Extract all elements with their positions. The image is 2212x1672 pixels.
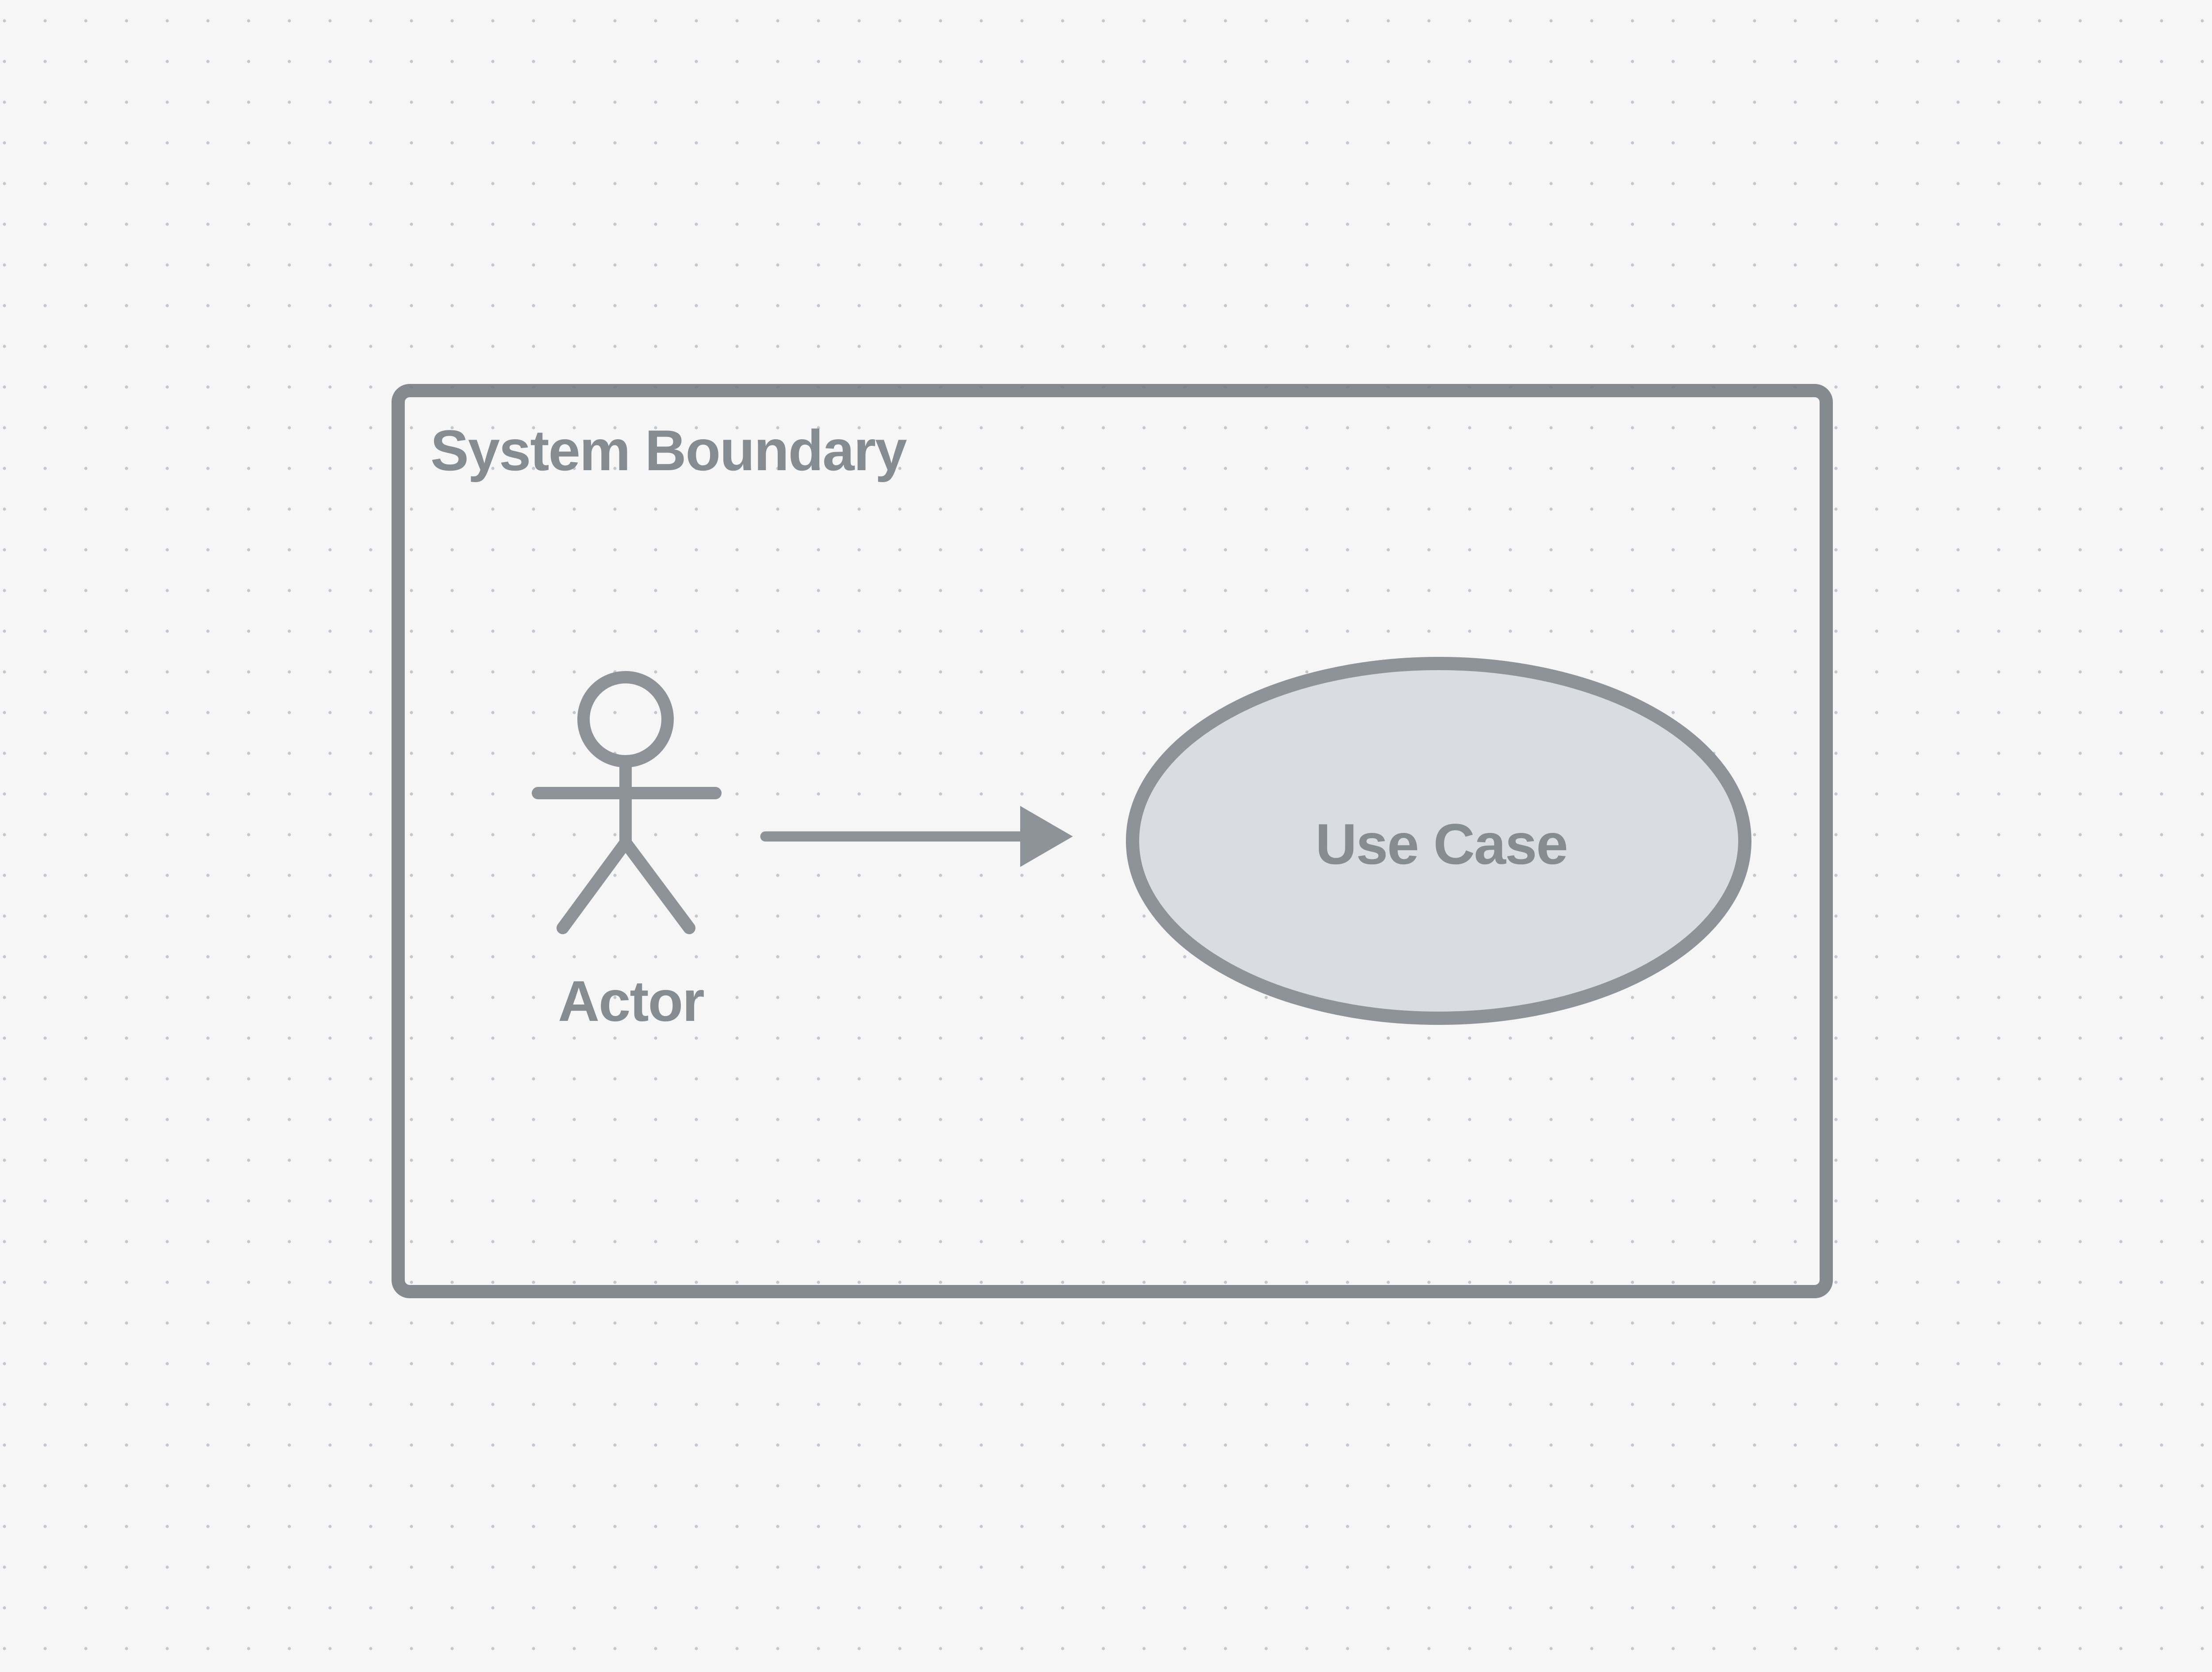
system-boundary-border: [392, 384, 1833, 1298]
actor-label: Actor: [558, 969, 704, 1033]
system-boundary-frame[interactable]: System Boundary: [392, 384, 1833, 1298]
association-arrow[interactable]: [760, 806, 1073, 867]
use-case-ellipse: [1126, 657, 1751, 1025]
use-case-shape[interactable]: Use Case: [1126, 657, 1751, 1025]
arrow-head: [1020, 806, 1073, 867]
actor-shape[interactable]: [532, 671, 722, 934]
actor-leg-right: [619, 836, 695, 934]
actor-leg-left: [557, 836, 632, 934]
system-boundary-label: System Boundary: [430, 418, 907, 483]
use-case-label: Use Case: [1315, 812, 1567, 876]
